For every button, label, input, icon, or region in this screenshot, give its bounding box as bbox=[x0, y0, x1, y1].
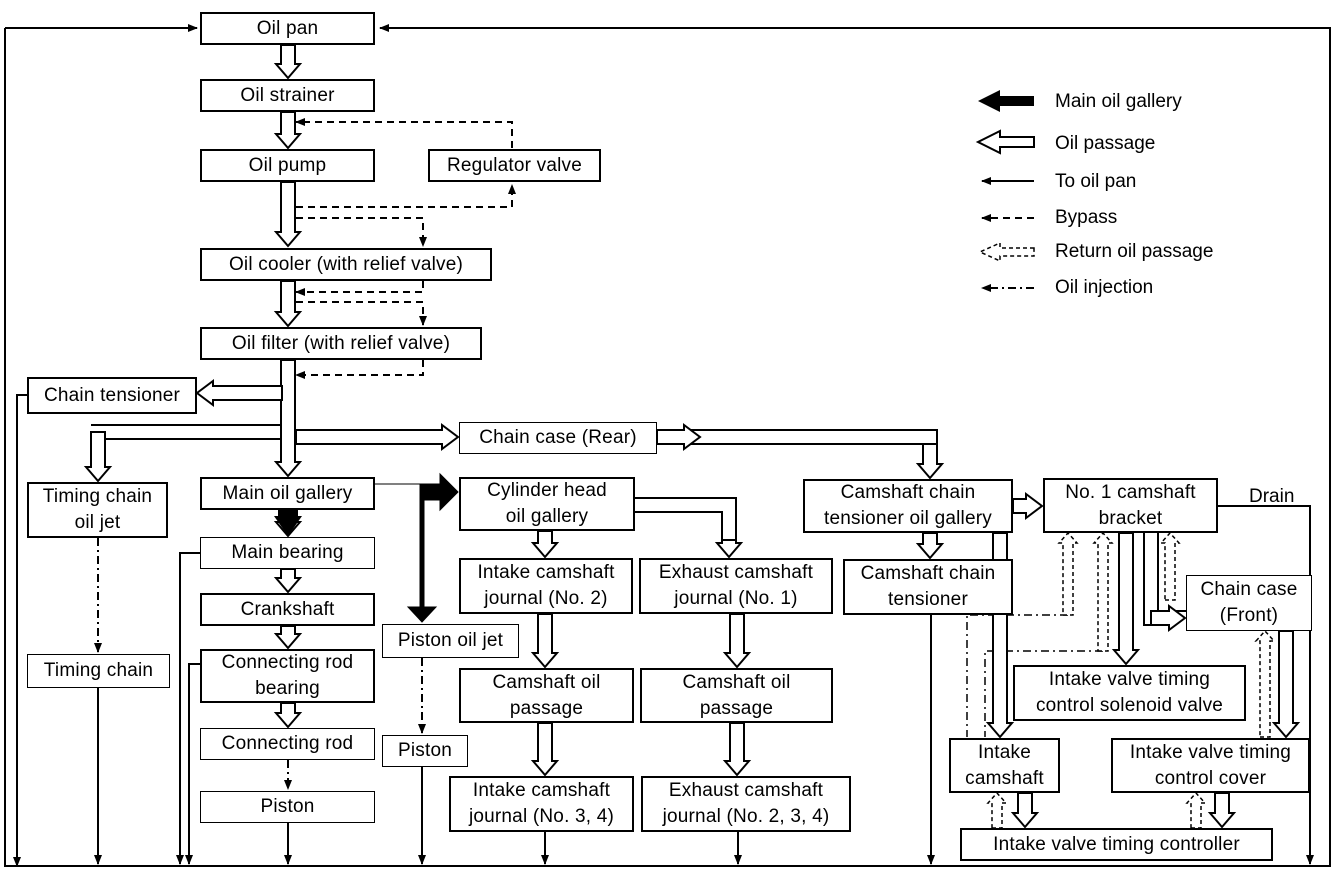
arrow-to-camshaft-tensioner-gallery bbox=[915, 443, 945, 480]
to-oil-pan-conrod-bearing bbox=[185, 663, 200, 865]
box-crankshaft: Crankshaft bbox=[200, 593, 375, 626]
return-arrow-cover bbox=[1185, 791, 1207, 829]
arrow-to-intake-camshaft-passage bbox=[530, 613, 560, 669]
box-main-bearing: Main bearing bbox=[200, 537, 375, 569]
legend-label-return-oil-passage: Return oil passage bbox=[1055, 241, 1214, 262]
arrow-cooler-to-filter bbox=[273, 280, 303, 328]
bypass-line-to-cooler bbox=[296, 217, 427, 247]
arrow-main-bearing-to-crankshaft bbox=[273, 568, 303, 594]
arrow-chain-case-to-cover bbox=[1271, 630, 1301, 739]
box-timing-chain: Timing chain bbox=[27, 654, 170, 688]
box-cylinder-head-oil-gallery: Cylinder head oil gallery bbox=[459, 477, 635, 531]
drain-label: Drain bbox=[1249, 486, 1295, 507]
box-piston-left: Piston bbox=[200, 791, 375, 823]
box-oil-filter: Oil filter (with relief valve) bbox=[200, 327, 482, 360]
arrow-to-camshaft-chain-tensioner bbox=[915, 532, 945, 560]
arrow-bracket-to-solenoid bbox=[1111, 532, 1141, 666]
box-no1-camshaft-bracket: No. 1 camshaft bracket bbox=[1043, 478, 1218, 533]
legend-label-bypass: Bypass bbox=[1055, 207, 1118, 228]
arrow-cover-to-controller bbox=[1207, 792, 1237, 829]
arrow-to-intake-journal-2 bbox=[530, 530, 560, 559]
box-regulator-valve: Regulator valve bbox=[428, 149, 601, 182]
legend-return-oil-passage-icon bbox=[978, 241, 1035, 263]
box-intake-valve-timing-control-solenoid-valve: Intake valve timing control solenoid val… bbox=[1013, 665, 1246, 721]
box-oil-pan: Oil pan bbox=[200, 12, 375, 45]
return-line bbox=[984, 650, 1103, 737]
main-gallery-arrow-to-main-bearing bbox=[274, 510, 302, 536]
legend-label-oil-injection: Oil injection bbox=[1055, 277, 1154, 298]
arrow-to-exhaust-journal-1 bbox=[714, 539, 744, 559]
arrow-crankshaft-to-conrod-bearing bbox=[273, 625, 303, 650]
return-to-oil-pan-outer bbox=[4, 24, 1331, 867]
arrow-to-exhaust-journal-234 bbox=[722, 722, 752, 777]
arrow-to-chain-tensioner bbox=[195, 379, 283, 407]
box-timing-chain-oil-jet: Timing chain oil jet bbox=[27, 482, 168, 538]
legend-main-oil-gallery-icon bbox=[978, 90, 1034, 112]
to-oil-pan-chain-tensioner bbox=[13, 394, 27, 867]
hollow-edge bbox=[635, 511, 723, 540]
solid-arrows bbox=[274, 472, 459, 623]
box-intake-valve-timing-control-cover: Intake valve timing control cover bbox=[1111, 738, 1310, 793]
box-camshaft-oil-passage-intake: Camshaft oil passage bbox=[459, 668, 634, 723]
box-camshaft-chain-tensioner-oil-gallery: Camshaft chain tensioner oil gallery bbox=[803, 479, 1013, 533]
arrow-to-chain-case-rear bbox=[295, 423, 460, 451]
main-gallery-arrow-to-cylinder-head bbox=[375, 472, 459, 623]
arrow-chain-case-rear-out bbox=[656, 423, 702, 451]
arrow-strainer-to-pump bbox=[273, 111, 303, 150]
legend-label-oil-passage: Oil passage bbox=[1055, 133, 1156, 154]
legend-label-to-oil-pan: To oil pan bbox=[1055, 171, 1137, 192]
box-intake-valve-timing-controller: Intake valve timing controller bbox=[960, 828, 1273, 861]
arrow-conrod-bearing-to-conrod bbox=[273, 702, 303, 729]
box-chain-tensioner: Chain tensioner bbox=[27, 377, 197, 414]
drain-line bbox=[1218, 505, 1314, 865]
arrow-to-chain-case-front bbox=[1150, 604, 1187, 632]
arrow-pump-to-cooler bbox=[273, 181, 303, 248]
arrow-to-exhaust-camshaft-passage bbox=[722, 613, 752, 669]
box-camshaft-chain-tensioner: Camshaft chain tensioner bbox=[843, 559, 1013, 615]
return-arrow-chain-case bbox=[1254, 629, 1276, 738]
box-intake-camshaft-journal-34: Intake camshaft journal (No. 3, 4) bbox=[449, 776, 634, 832]
return-arrow-intake-camshaft bbox=[986, 791, 1008, 829]
bypass-line-regulator bbox=[295, 118, 513, 148]
box-main-oil-gallery: Main oil gallery bbox=[200, 477, 375, 510]
hollow-edge bbox=[635, 497, 737, 540]
box-connecting-rod: Connecting rod bbox=[200, 728, 375, 760]
box-oil-strainer: Oil strainer bbox=[200, 79, 375, 112]
legend-label-main-oil-gallery: Main oil gallery bbox=[1055, 91, 1182, 112]
arrow-to-intake-journal-34 bbox=[530, 722, 560, 777]
bypass-line-to-filter bbox=[296, 301, 427, 326]
bypass-line-filter-relief bbox=[295, 360, 424, 379]
arrow-intake-camshaft-to-controller bbox=[1010, 792, 1040, 829]
box-piston-right: Piston bbox=[382, 735, 468, 767]
arrow-filter-to-main-gallery bbox=[273, 359, 303, 478]
arrow-to-timing-chain-oil-jet bbox=[83, 431, 113, 483]
box-intake-camshaft-journal-2: Intake camshaft journal (No. 2) bbox=[459, 558, 633, 614]
return-line bbox=[966, 614, 1068, 737]
box-chain-case-front: Chain case (Front) bbox=[1186, 575, 1312, 631]
box-connecting-rod-bearing: Connecting rod bearing bbox=[200, 649, 375, 703]
arrow-pan-to-strainer bbox=[273, 44, 303, 80]
to-oil-pan-main-bearing bbox=[176, 552, 200, 865]
box-oil-pump: Oil pump bbox=[200, 149, 375, 182]
bypass-line-to-regulator bbox=[296, 184, 516, 208]
arrow-to-no1-bracket bbox=[1012, 492, 1044, 520]
bypass-line-cooler-relief bbox=[295, 281, 424, 296]
box-exhaust-camshaft-journal-1: Exhaust camshaft journal (No. 1) bbox=[639, 558, 833, 614]
box-chain-case-rear: Chain case (Rear) bbox=[459, 422, 657, 454]
legend-oil-passage-icon bbox=[975, 129, 1035, 155]
return-arrow-bracket-a bbox=[1057, 531, 1079, 616]
box-exhaust-camshaft-journal-234: Exhaust camshaft journal (No. 2, 3, 4) bbox=[641, 776, 851, 832]
return-arrow-bracket-b bbox=[1092, 531, 1114, 652]
box-piston-oil-jet: Piston oil jet bbox=[382, 624, 519, 658]
box-intake-camshaft: Intake camshaft bbox=[949, 738, 1060, 793]
return-arrow-bracket-c bbox=[1159, 531, 1181, 601]
box-camshaft-oil-passage-exhaust: Camshaft oil passage bbox=[640, 668, 833, 723]
hollow-edge-bottom bbox=[657, 443, 924, 464]
box-oil-cooler: Oil cooler (with relief valve) bbox=[200, 248, 492, 281]
legend-symbols bbox=[975, 90, 1035, 292]
